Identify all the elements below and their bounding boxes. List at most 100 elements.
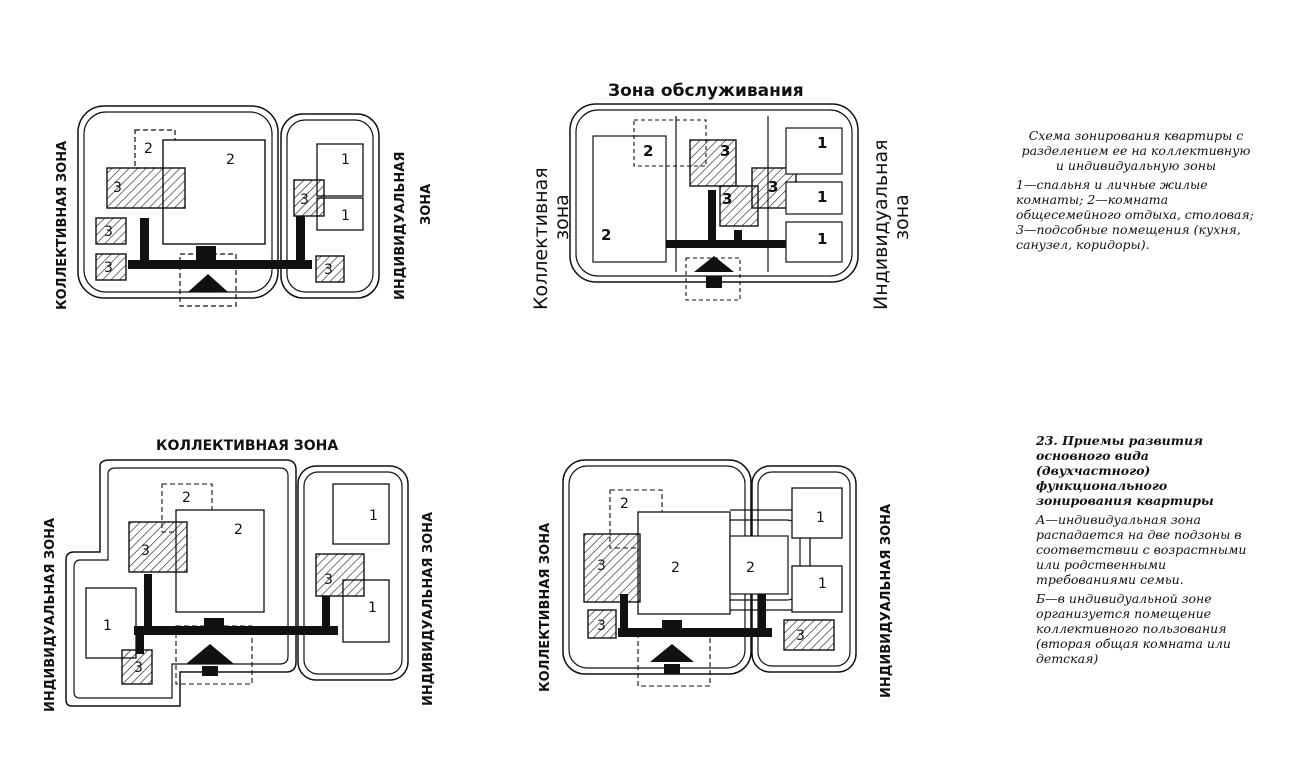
- room-3-hatched: [106, 167, 186, 209]
- corridor-bar: [666, 240, 786, 248]
- collective-zone-outline-inner: [73, 467, 289, 699]
- diagram-top-center: Зона обслуживания Коллективная зона Инди…: [530, 81, 913, 310]
- room-number: 2: [226, 152, 235, 168]
- room-number: 1: [818, 576, 827, 592]
- entrance-arrow: [650, 644, 694, 662]
- room-number: 3: [104, 260, 113, 276]
- room-number: 3: [113, 180, 122, 196]
- room-number: 1: [369, 508, 378, 524]
- room-number: 1: [816, 510, 825, 526]
- individual-zone-label-right: ИНДИВИДУАЛЬНАЯ ЗОНА: [421, 512, 436, 706]
- service-zone-label: Зона обслуживания: [608, 81, 804, 101]
- room-3-hatched: [128, 521, 188, 573]
- corridor-bar: [128, 260, 312, 269]
- room-number: 3: [134, 660, 143, 676]
- room-2: [175, 509, 265, 613]
- corridor-bar: [140, 218, 149, 262]
- room-number: 3: [141, 543, 150, 559]
- entrance-block: [662, 620, 682, 630]
- entrance-arrow: [694, 256, 734, 272]
- room-3-hatched: [587, 609, 617, 639]
- entrance-arrow: [188, 274, 228, 292]
- individual-zone-label-line2: зона: [891, 194, 913, 240]
- room-1: [791, 565, 843, 613]
- individual-zone-label-line1: Индивидуальная: [870, 139, 892, 310]
- entrance-dashed: [175, 625, 253, 685]
- collective-zone-label-line2: зона: [551, 194, 573, 240]
- room-number: 2: [144, 141, 153, 157]
- collective-zone-label: КОЛЛЕКТИВНАЯ ЗОНА: [55, 141, 70, 310]
- room-3-hatched: [315, 255, 345, 283]
- room-number: 2: [601, 226, 611, 244]
- room-2: [592, 135, 667, 263]
- room-3-hatched: [293, 179, 325, 217]
- room-number: 1: [341, 208, 350, 224]
- entrance-block: [204, 618, 224, 628]
- room-number: 1: [341, 152, 350, 168]
- collective-zone-label: КОЛЛЕКТИВНАЯ ЗОНА: [156, 438, 338, 454]
- individual-zone-outline-outer: [280, 113, 380, 299]
- caption-bottom-text-b: Б—в индивидуальной зоне организуется пом…: [1036, 591, 1231, 666]
- room-number: 2: [643, 142, 653, 160]
- room-1: [85, 587, 137, 659]
- individual-zone-label-line2: ЗОНА: [419, 184, 434, 225]
- room-number: 3: [720, 142, 730, 160]
- individual-zone-label-left: ИНДИВИДУАЛЬНАЯ ЗОНА: [43, 518, 58, 712]
- entrance-block: [706, 276, 722, 288]
- entrance-block: [664, 664, 680, 674]
- room-number: 1: [368, 600, 377, 616]
- room-number: 3: [597, 618, 606, 634]
- room-1: [785, 221, 843, 263]
- diagram-bottom-left: КОЛЛЕКТИВНАЯ ЗОНА ИНДИВИДУАЛЬНАЯ ЗОНА ИН…: [43, 438, 436, 712]
- collective-zone-outline-inner: [83, 111, 273, 293]
- individual-zone-label-line1: ИНДИВИДУАЛЬНАЯ: [393, 152, 408, 300]
- room-1: [332, 483, 390, 545]
- entrance-arrow: [186, 644, 234, 664]
- room-2-secondary: [729, 535, 789, 595]
- caption-bottom: 23. Приемы развития основного вида (двух…: [1036, 433, 1264, 670]
- collective-zone-outline-outer: [65, 459, 297, 707]
- room-3-hatched: [95, 217, 127, 245]
- room-number: 3: [796, 628, 805, 644]
- room-number: 3: [104, 224, 113, 240]
- corridor-bar: [620, 594, 628, 632]
- room-number: 3: [324, 572, 333, 588]
- room-1: [785, 127, 843, 175]
- entrance-block: [196, 246, 216, 260]
- collective-zone-outline-outer: [77, 105, 279, 299]
- individual-zone-outline-inner: [286, 119, 374, 293]
- room-number: 3: [300, 192, 309, 208]
- corridor-bar: [322, 596, 330, 628]
- corridor-bar: [708, 190, 716, 242]
- room-1: [785, 181, 843, 215]
- room-number: 2: [746, 560, 755, 576]
- collective-zone-label-line1: Коллективная: [530, 167, 552, 310]
- room-3-hatched: [583, 533, 641, 603]
- room-number: 1: [817, 134, 827, 152]
- caption-top: Схема зонирования квартиры с разделением…: [1016, 128, 1256, 256]
- room-number: 1: [817, 230, 827, 248]
- corridor-bar: [296, 216, 305, 262]
- room-3-hatched: [315, 553, 365, 597]
- room-number: 2: [671, 560, 680, 576]
- corridor-bar: [618, 628, 772, 637]
- room-number: 1: [103, 618, 112, 634]
- room-number: 2: [182, 490, 191, 506]
- room-number: 1: [817, 188, 827, 206]
- caption-bottom-text-a: А—индивидуальная зона распадается на две…: [1036, 512, 1247, 587]
- caption-bottom-title: 23. Приемы развития основного вида (двух…: [1036, 433, 1214, 508]
- caption-top-title: Схема зонирования квартиры с разделением…: [1021, 128, 1251, 173]
- room-number: 3: [768, 178, 778, 196]
- entrance-block: [202, 666, 218, 676]
- corridor-bar: [144, 574, 152, 632]
- individual-zone-outline-inner: [303, 471, 403, 675]
- room-3-hatched: [121, 649, 153, 685]
- individual-zone-label: ИНДИВИДУАЛЬНАЯ ЗОНА: [879, 504, 894, 698]
- collective-zone-label: КОЛЛЕКТИВНАЯ ЗОНА: [538, 523, 553, 692]
- room-number: 3: [722, 190, 732, 208]
- room-3-hatched: [95, 253, 127, 281]
- room-1: [791, 487, 843, 539]
- room-number: 2: [234, 522, 243, 538]
- room-3-hatched: [783, 619, 835, 651]
